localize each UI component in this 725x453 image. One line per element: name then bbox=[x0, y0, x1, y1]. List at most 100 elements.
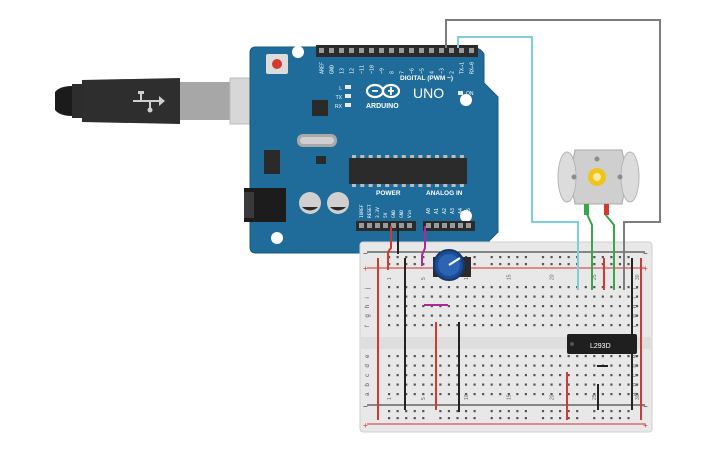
row-letter: h bbox=[632, 305, 638, 308]
digital-pin[interactable] bbox=[409, 48, 414, 53]
digital-pin-label: 2 bbox=[450, 71, 456, 74]
analog-pin[interactable] bbox=[450, 223, 455, 228]
row-letter: f bbox=[632, 325, 638, 327]
column-label: 30 bbox=[635, 394, 641, 400]
row-letter: a bbox=[632, 392, 638, 396]
row-letter: a bbox=[365, 392, 371, 396]
digital-pin-label: AREF bbox=[320, 62, 326, 74]
digital-pin-label: ~10 bbox=[370, 65, 376, 74]
digital-pin[interactable] bbox=[339, 48, 344, 53]
digital-pin[interactable] bbox=[329, 48, 334, 53]
column-label: 20 bbox=[549, 394, 555, 400]
analog-header-label: ANALOG IN bbox=[426, 190, 463, 197]
row-letter: g bbox=[632, 314, 638, 317]
analog-pin[interactable] bbox=[434, 223, 439, 228]
column-label: 20 bbox=[549, 274, 555, 280]
column-label: 1 bbox=[387, 397, 393, 400]
wire-cyan bbox=[457, 36, 579, 290]
potentiometer[interactable] bbox=[433, 249, 471, 281]
column-label: 10 bbox=[464, 274, 470, 280]
power-pin[interactable] bbox=[367, 223, 372, 228]
column-label: 10 bbox=[464, 394, 470, 400]
power-pin[interactable] bbox=[391, 223, 396, 228]
wire-gray bbox=[445, 19, 661, 290]
motor-driver-chip: L293D bbox=[567, 334, 637, 354]
led-label: TX bbox=[336, 95, 343, 101]
column-label: 5 bbox=[421, 277, 427, 280]
digital-pin[interactable] bbox=[449, 48, 454, 53]
column-label: 25 bbox=[592, 394, 598, 400]
power-pin[interactable] bbox=[399, 223, 404, 228]
rail-minus-bottom-right: − bbox=[643, 402, 648, 411]
digital-pin-label: ~9 bbox=[380, 68, 386, 74]
led bbox=[345, 94, 351, 98]
column-label: 30 bbox=[635, 274, 641, 280]
rail-plus-bottom-right: + bbox=[643, 421, 648, 430]
digital-pin[interactable] bbox=[459, 48, 464, 53]
analog-pin-label: A0 bbox=[426, 208, 432, 214]
digital-pin[interactable] bbox=[399, 48, 404, 53]
power-pin[interactable] bbox=[375, 223, 380, 228]
row-letter: e bbox=[632, 354, 638, 358]
power-pin[interactable] bbox=[359, 223, 364, 228]
chip-label: L293D bbox=[590, 343, 611, 350]
digital-pin[interactable] bbox=[469, 48, 474, 53]
digital-pin-label: 12 bbox=[350, 68, 356, 74]
digital-pin-label: GND bbox=[330, 65, 336, 74]
led bbox=[345, 103, 351, 107]
wires bbox=[377, 19, 661, 420]
capacitor bbox=[327, 192, 349, 214]
analog-pin[interactable] bbox=[466, 223, 471, 228]
row-letter: b bbox=[365, 383, 371, 387]
digital-pin-label: ~3 bbox=[440, 68, 446, 74]
column-label: 25 bbox=[592, 274, 598, 280]
analog-pin-label: A4 bbox=[458, 208, 464, 214]
digital-pin[interactable] bbox=[319, 48, 324, 53]
analog-pin-label: A2 bbox=[442, 208, 448, 214]
knob-icon bbox=[448, 257, 461, 266]
rail-plus-top-left: + bbox=[363, 264, 368, 273]
column-label: 1 bbox=[387, 277, 393, 280]
digital-pin-label: RX←0 bbox=[470, 62, 476, 74]
led bbox=[345, 85, 351, 89]
digital-pin[interactable] bbox=[359, 48, 364, 53]
row-letter: j bbox=[365, 288, 371, 290]
wire-green-motor-b bbox=[604, 213, 615, 290]
digital-header bbox=[316, 45, 478, 57]
power-pin-label: RESET bbox=[367, 204, 373, 218]
digital-pin[interactable] bbox=[379, 48, 384, 53]
digital-pin-label: 8 bbox=[390, 71, 396, 74]
led-label: L bbox=[339, 86, 342, 92]
column-label: 5 bbox=[421, 397, 427, 400]
analog-pin[interactable] bbox=[442, 223, 447, 228]
digital-pin[interactable] bbox=[439, 48, 444, 53]
led-label: RX bbox=[335, 104, 343, 110]
digital-pin[interactable] bbox=[419, 48, 424, 53]
power-pin-label: GND bbox=[391, 210, 397, 218]
digital-pin[interactable] bbox=[369, 48, 374, 53]
atmega-chip bbox=[349, 158, 467, 184]
digital-pin-label: TX→1 bbox=[460, 62, 466, 74]
on-label: ON bbox=[466, 91, 474, 97]
model-label: UNO bbox=[413, 85, 444, 101]
wire-magenta-a0 bbox=[421, 226, 426, 266]
digital-pin[interactable] bbox=[429, 48, 434, 53]
analog-pin[interactable] bbox=[426, 223, 431, 228]
analog-pin[interactable] bbox=[458, 223, 463, 228]
power-pin[interactable] bbox=[407, 223, 412, 228]
power-pin[interactable] bbox=[383, 223, 388, 228]
power-pin-label: GND bbox=[399, 210, 405, 218]
digital-pin-label: ~5 bbox=[420, 68, 426, 74]
digital-pin[interactable] bbox=[349, 48, 354, 53]
column-label: 15 bbox=[507, 274, 513, 280]
reset-button[interactable] bbox=[272, 59, 282, 69]
column-label: 15 bbox=[507, 394, 513, 400]
usb-icon bbox=[133, 91, 165, 113]
digital-pin[interactable] bbox=[389, 48, 394, 53]
row-letter: g bbox=[365, 314, 371, 317]
row-letter: j bbox=[632, 288, 638, 290]
usb-chip bbox=[312, 100, 328, 116]
row-letter: c bbox=[632, 374, 638, 377]
